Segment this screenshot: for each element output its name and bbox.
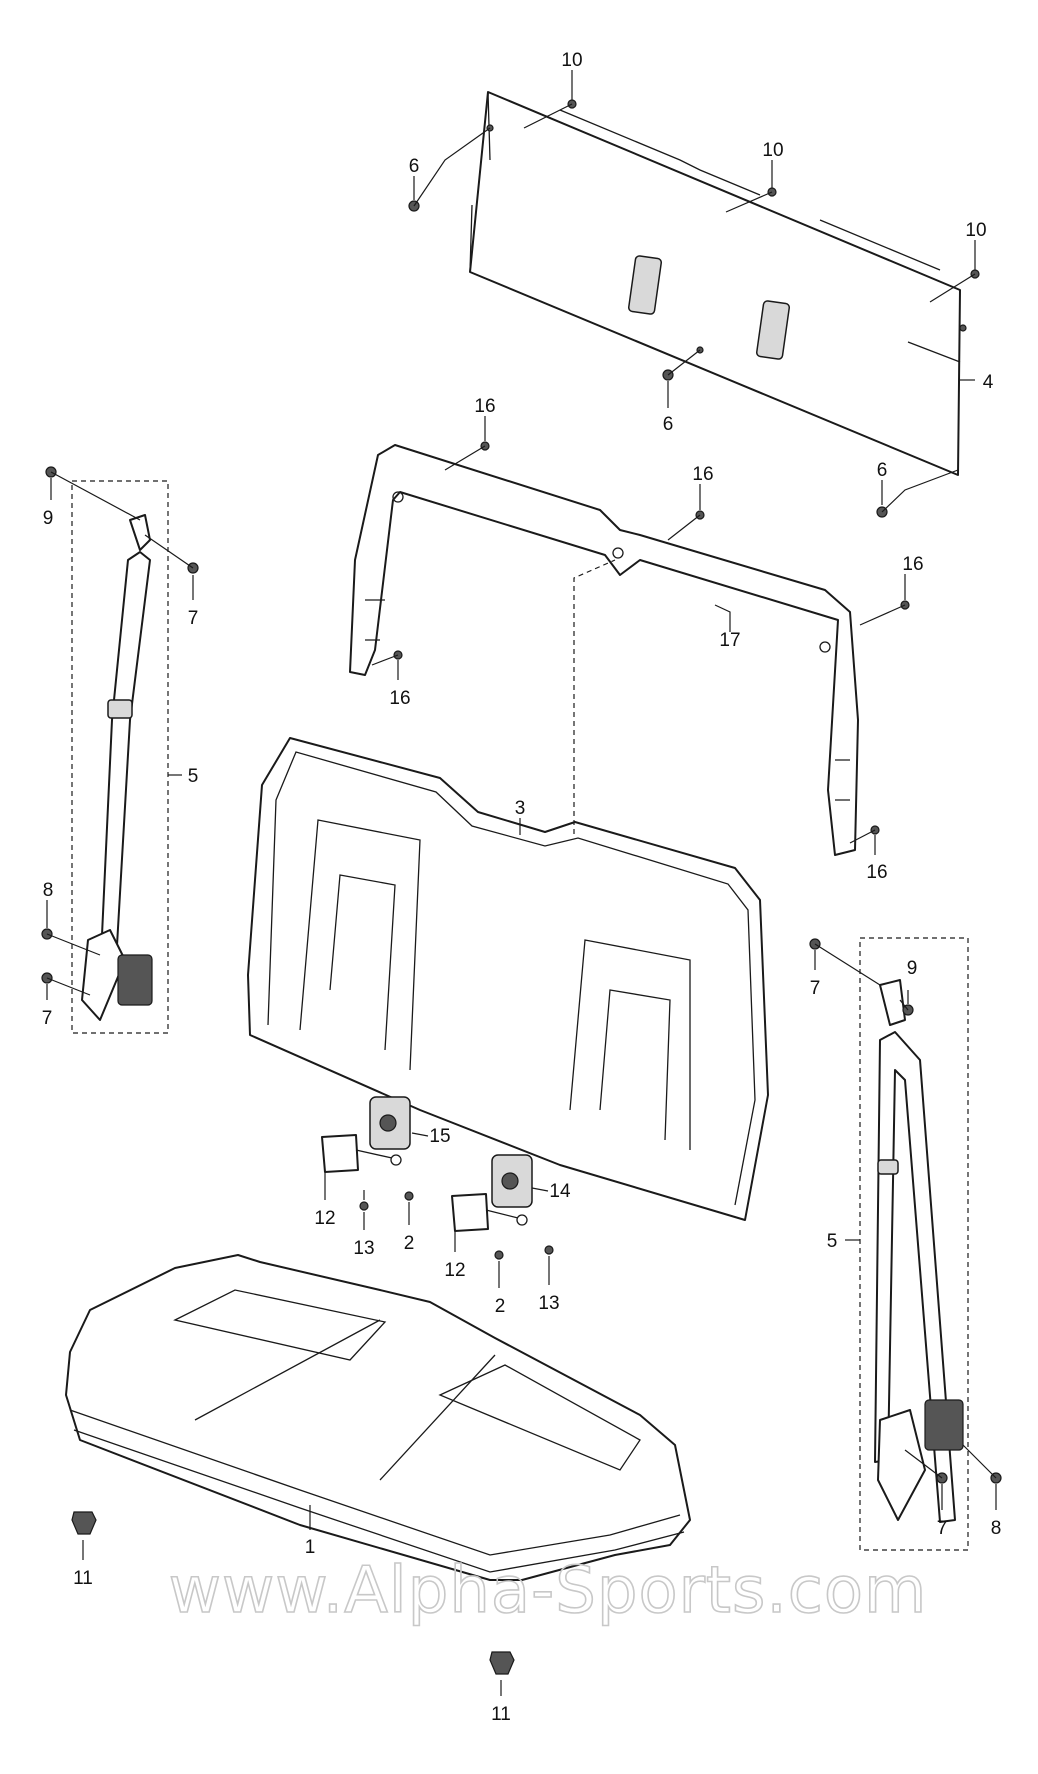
callout-16-d: 16	[389, 688, 410, 709]
callout-2-b: 2	[495, 1296, 506, 1317]
seat-belt-right	[859, 937, 969, 1551]
callouts: 10 10 10 6 6 6 4 16 16 16 16 16 17 3 9 7…	[42, 50, 1002, 1725]
callout-7-b: 7	[42, 1008, 53, 1029]
callout-6-b: 6	[663, 414, 674, 435]
callout-2-a: 2	[404, 1233, 415, 1254]
callout-10-b: 10	[762, 140, 783, 161]
buckle-parts	[321, 1096, 533, 1232]
rear-panel	[469, 91, 967, 476]
callout-8-b: 8	[991, 1518, 1002, 1539]
callout-6-a: 6	[409, 156, 420, 177]
callout-11-b: 11	[491, 1704, 511, 1725]
bumper-feet	[71, 1511, 515, 1675]
callout-12-b: 12	[444, 1260, 465, 1281]
callout-16-e: 16	[866, 862, 887, 883]
callout-16-b: 16	[692, 464, 713, 485]
callout-7-c: 7	[810, 978, 821, 999]
callout-6-c: 6	[877, 460, 888, 481]
callout-17: 17	[719, 630, 740, 651]
callout-7-d: 7	[937, 1518, 948, 1539]
callout-8-a: 8	[43, 880, 54, 901]
seat-back-frame	[349, 444, 859, 856]
callout-5-b: 5	[827, 1231, 838, 1252]
callout-14: 14	[549, 1181, 571, 1202]
callout-9-b: 9	[907, 958, 918, 979]
watermark: www.Alpha-Sports.com	[169, 1554, 928, 1628]
callout-1: 1	[305, 1537, 316, 1558]
callout-13-a: 13	[353, 1238, 374, 1259]
callout-3: 3	[515, 798, 526, 819]
callout-11-a: 11	[73, 1568, 93, 1589]
callout-12-a: 12	[314, 1208, 335, 1229]
backrest-cushion	[247, 737, 769, 1221]
callout-13-b: 13	[538, 1293, 559, 1314]
seat-cushion	[65, 1254, 691, 1581]
callout-15: 15	[429, 1126, 450, 1147]
callout-10-c: 10	[965, 220, 986, 241]
callout-16-a: 16	[474, 396, 495, 417]
callout-4: 4	[983, 372, 994, 393]
callout-9-a: 9	[43, 508, 54, 529]
callout-7-a: 7	[188, 608, 199, 629]
callout-5-a: 5	[188, 766, 199, 787]
callout-10-a: 10	[561, 50, 582, 71]
leader-lines	[46, 70, 997, 1696]
callout-16-c: 16	[902, 554, 923, 575]
